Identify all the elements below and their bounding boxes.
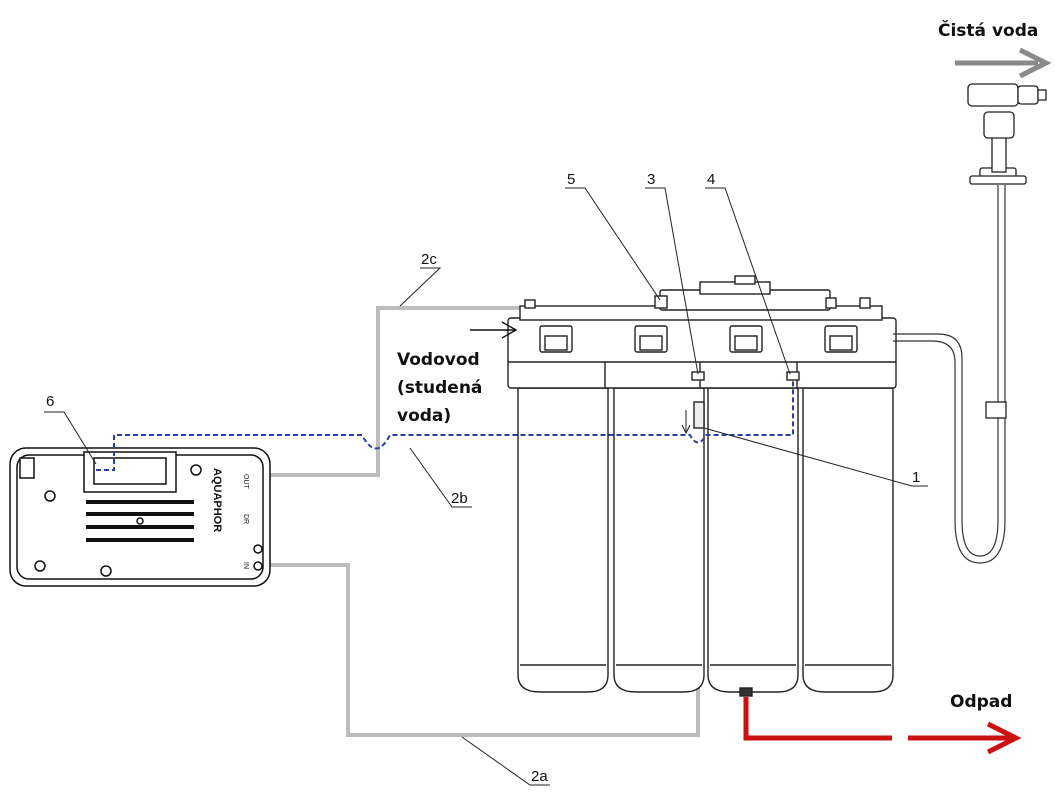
signal-line-2b xyxy=(96,380,794,471)
filter-cartridge-4 xyxy=(802,387,894,693)
callout-leaders xyxy=(44,187,928,786)
water-supply-label-line2: (studená xyxy=(397,378,482,398)
callout-1: 1 xyxy=(912,469,920,486)
booster-device xyxy=(9,447,271,587)
clean-water-label: Čistá voda xyxy=(938,19,1038,41)
device-brand: AQUAPHOR xyxy=(211,468,223,532)
clean-water-arrow xyxy=(955,47,1052,79)
filter-cartridge-3 xyxy=(707,387,799,693)
water-supply-label-line1: Vodovod xyxy=(397,350,480,370)
callout-2b: 2b xyxy=(451,490,468,507)
device-port-dr: DR xyxy=(242,514,249,524)
faucet xyxy=(967,83,1047,419)
device-port-out: OUT xyxy=(242,474,249,490)
waste-arrow xyxy=(743,697,1022,755)
filter-unit xyxy=(507,275,897,697)
waste-label: Odpad xyxy=(950,692,1012,712)
callout-6: 6 xyxy=(46,393,54,410)
callout-2c: 2c xyxy=(421,251,437,268)
filter-cartridge-2 xyxy=(613,387,705,693)
clean-water-tube xyxy=(893,185,1006,564)
device-port-in: IN xyxy=(242,562,249,569)
callout-3: 3 xyxy=(647,171,655,188)
water-supply-label-line3: voda) xyxy=(397,406,451,426)
callout-4: 4 xyxy=(707,171,715,188)
callout-2a: 2a xyxy=(531,768,548,785)
device-vents xyxy=(86,500,194,542)
filter-cartridge-1 xyxy=(517,387,609,693)
callout-5: 5 xyxy=(567,171,575,188)
tube-2c xyxy=(268,306,520,477)
small-flow-arrow xyxy=(681,410,691,435)
water-supply-arrow xyxy=(470,321,518,339)
